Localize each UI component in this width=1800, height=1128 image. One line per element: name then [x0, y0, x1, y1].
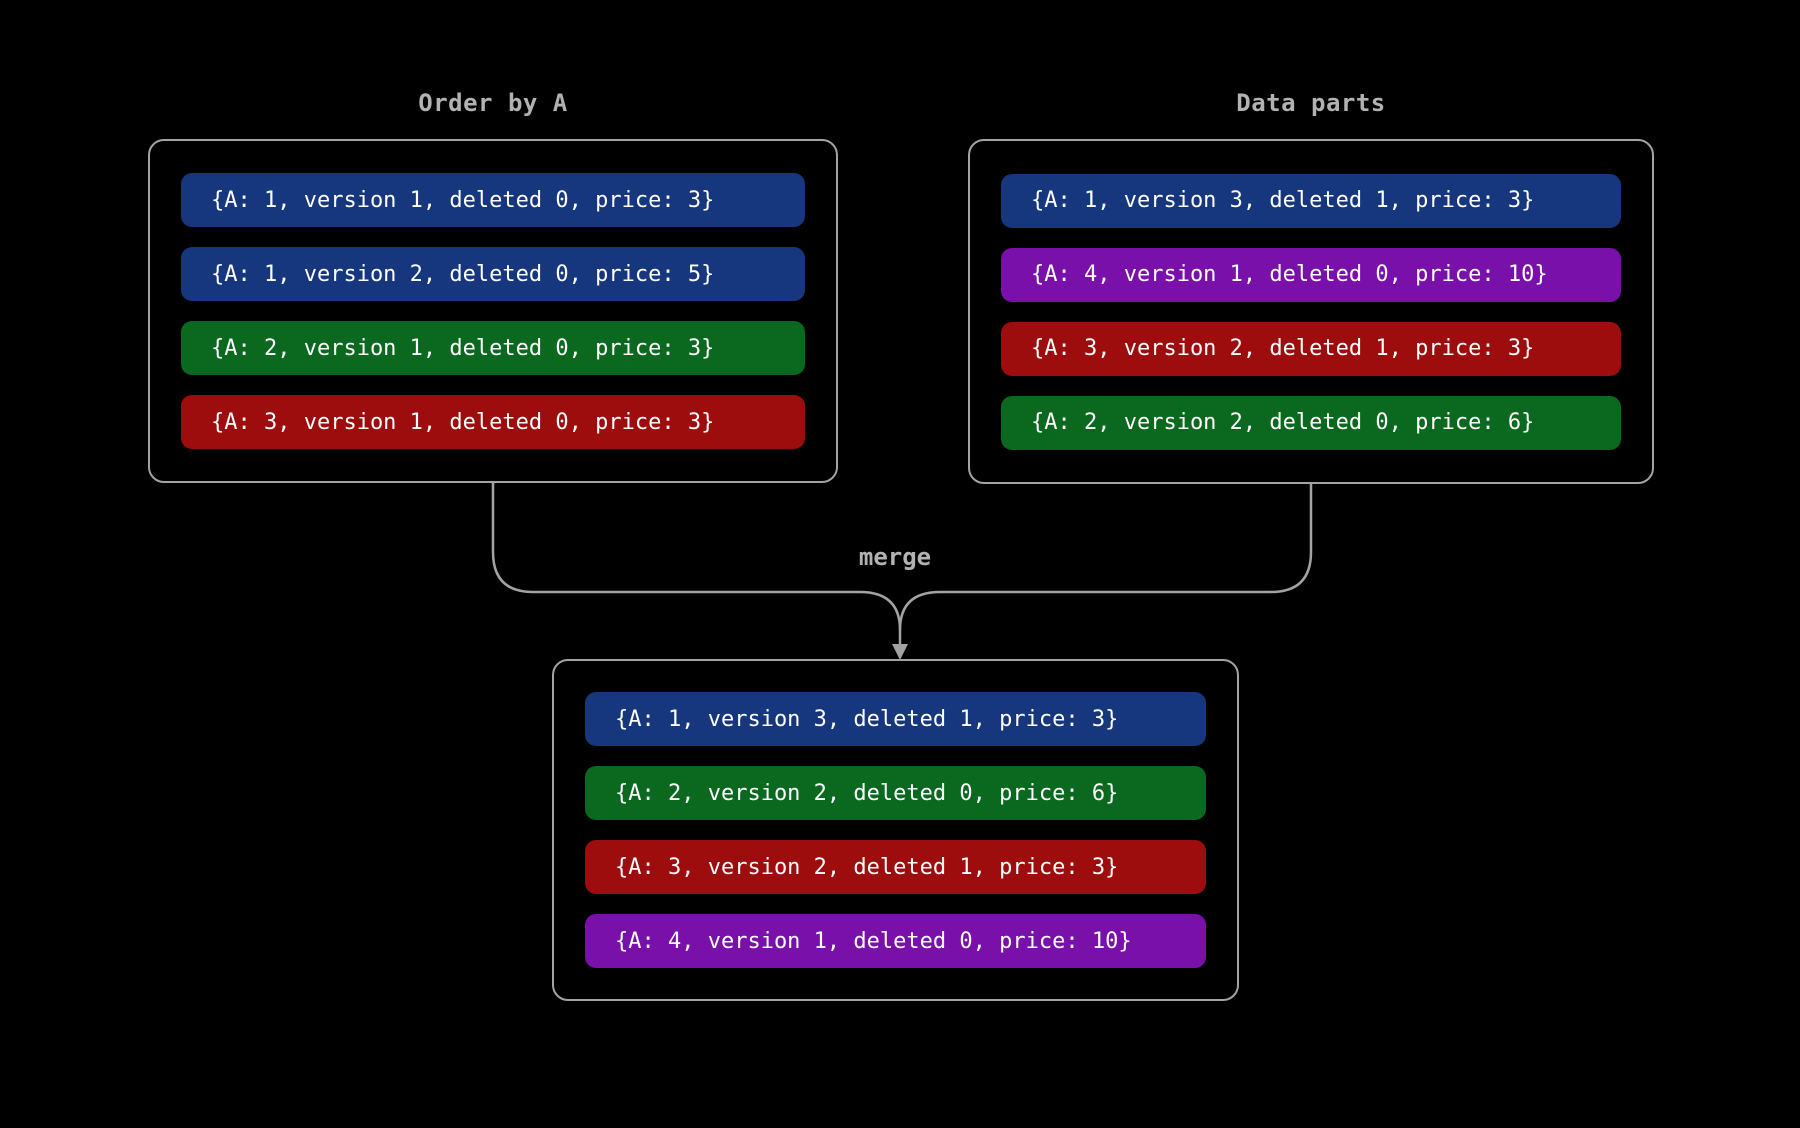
part-row: {A: 4, version 1, deleted 0, price: 10}	[1001, 247, 1621, 302]
merge-label: merge	[858, 543, 932, 571]
arrow-head-icon	[892, 644, 908, 660]
merged-result-box: {A: 1, version 3, deleted 1, price: 3} {…	[552, 659, 1239, 1001]
part-row: {A: 3, version 2, deleted 1, price: 3}	[1001, 321, 1621, 376]
data-parts-title: Data parts	[1236, 89, 1386, 117]
data-parts-box: {A: 1, version 3, deleted 1, price: 3} {…	[968, 139, 1654, 484]
part-row: {A: 1, version 3, deleted 1, price: 3}	[1001, 173, 1621, 228]
part-row: {A: 2, version 2, deleted 0, price: 6}	[1001, 395, 1621, 450]
part-row: {A: 3, version 1, deleted 0, price: 3}	[181, 395, 805, 449]
part-row: {A: 2, version 1, deleted 0, price: 3}	[181, 321, 805, 375]
part-row: {A: 1, version 2, deleted 0, price: 5}	[181, 247, 805, 301]
part-row: {A: 1, version 3, deleted 1, price: 3}	[585, 692, 1206, 746]
part-row: {A: 1, version 1, deleted 0, price: 3}	[181, 173, 805, 227]
part-row: {A: 3, version 2, deleted 1, price: 3}	[585, 840, 1206, 894]
order-by-a-title: Order by A	[418, 89, 568, 117]
part-row: {A: 4, version 1, deleted 0, price: 10}	[585, 914, 1206, 968]
order-by-a-box: {A: 1, version 1, deleted 0, price: 3} {…	[148, 139, 838, 483]
part-row: {A: 2, version 2, deleted 0, price: 6}	[585, 766, 1206, 820]
